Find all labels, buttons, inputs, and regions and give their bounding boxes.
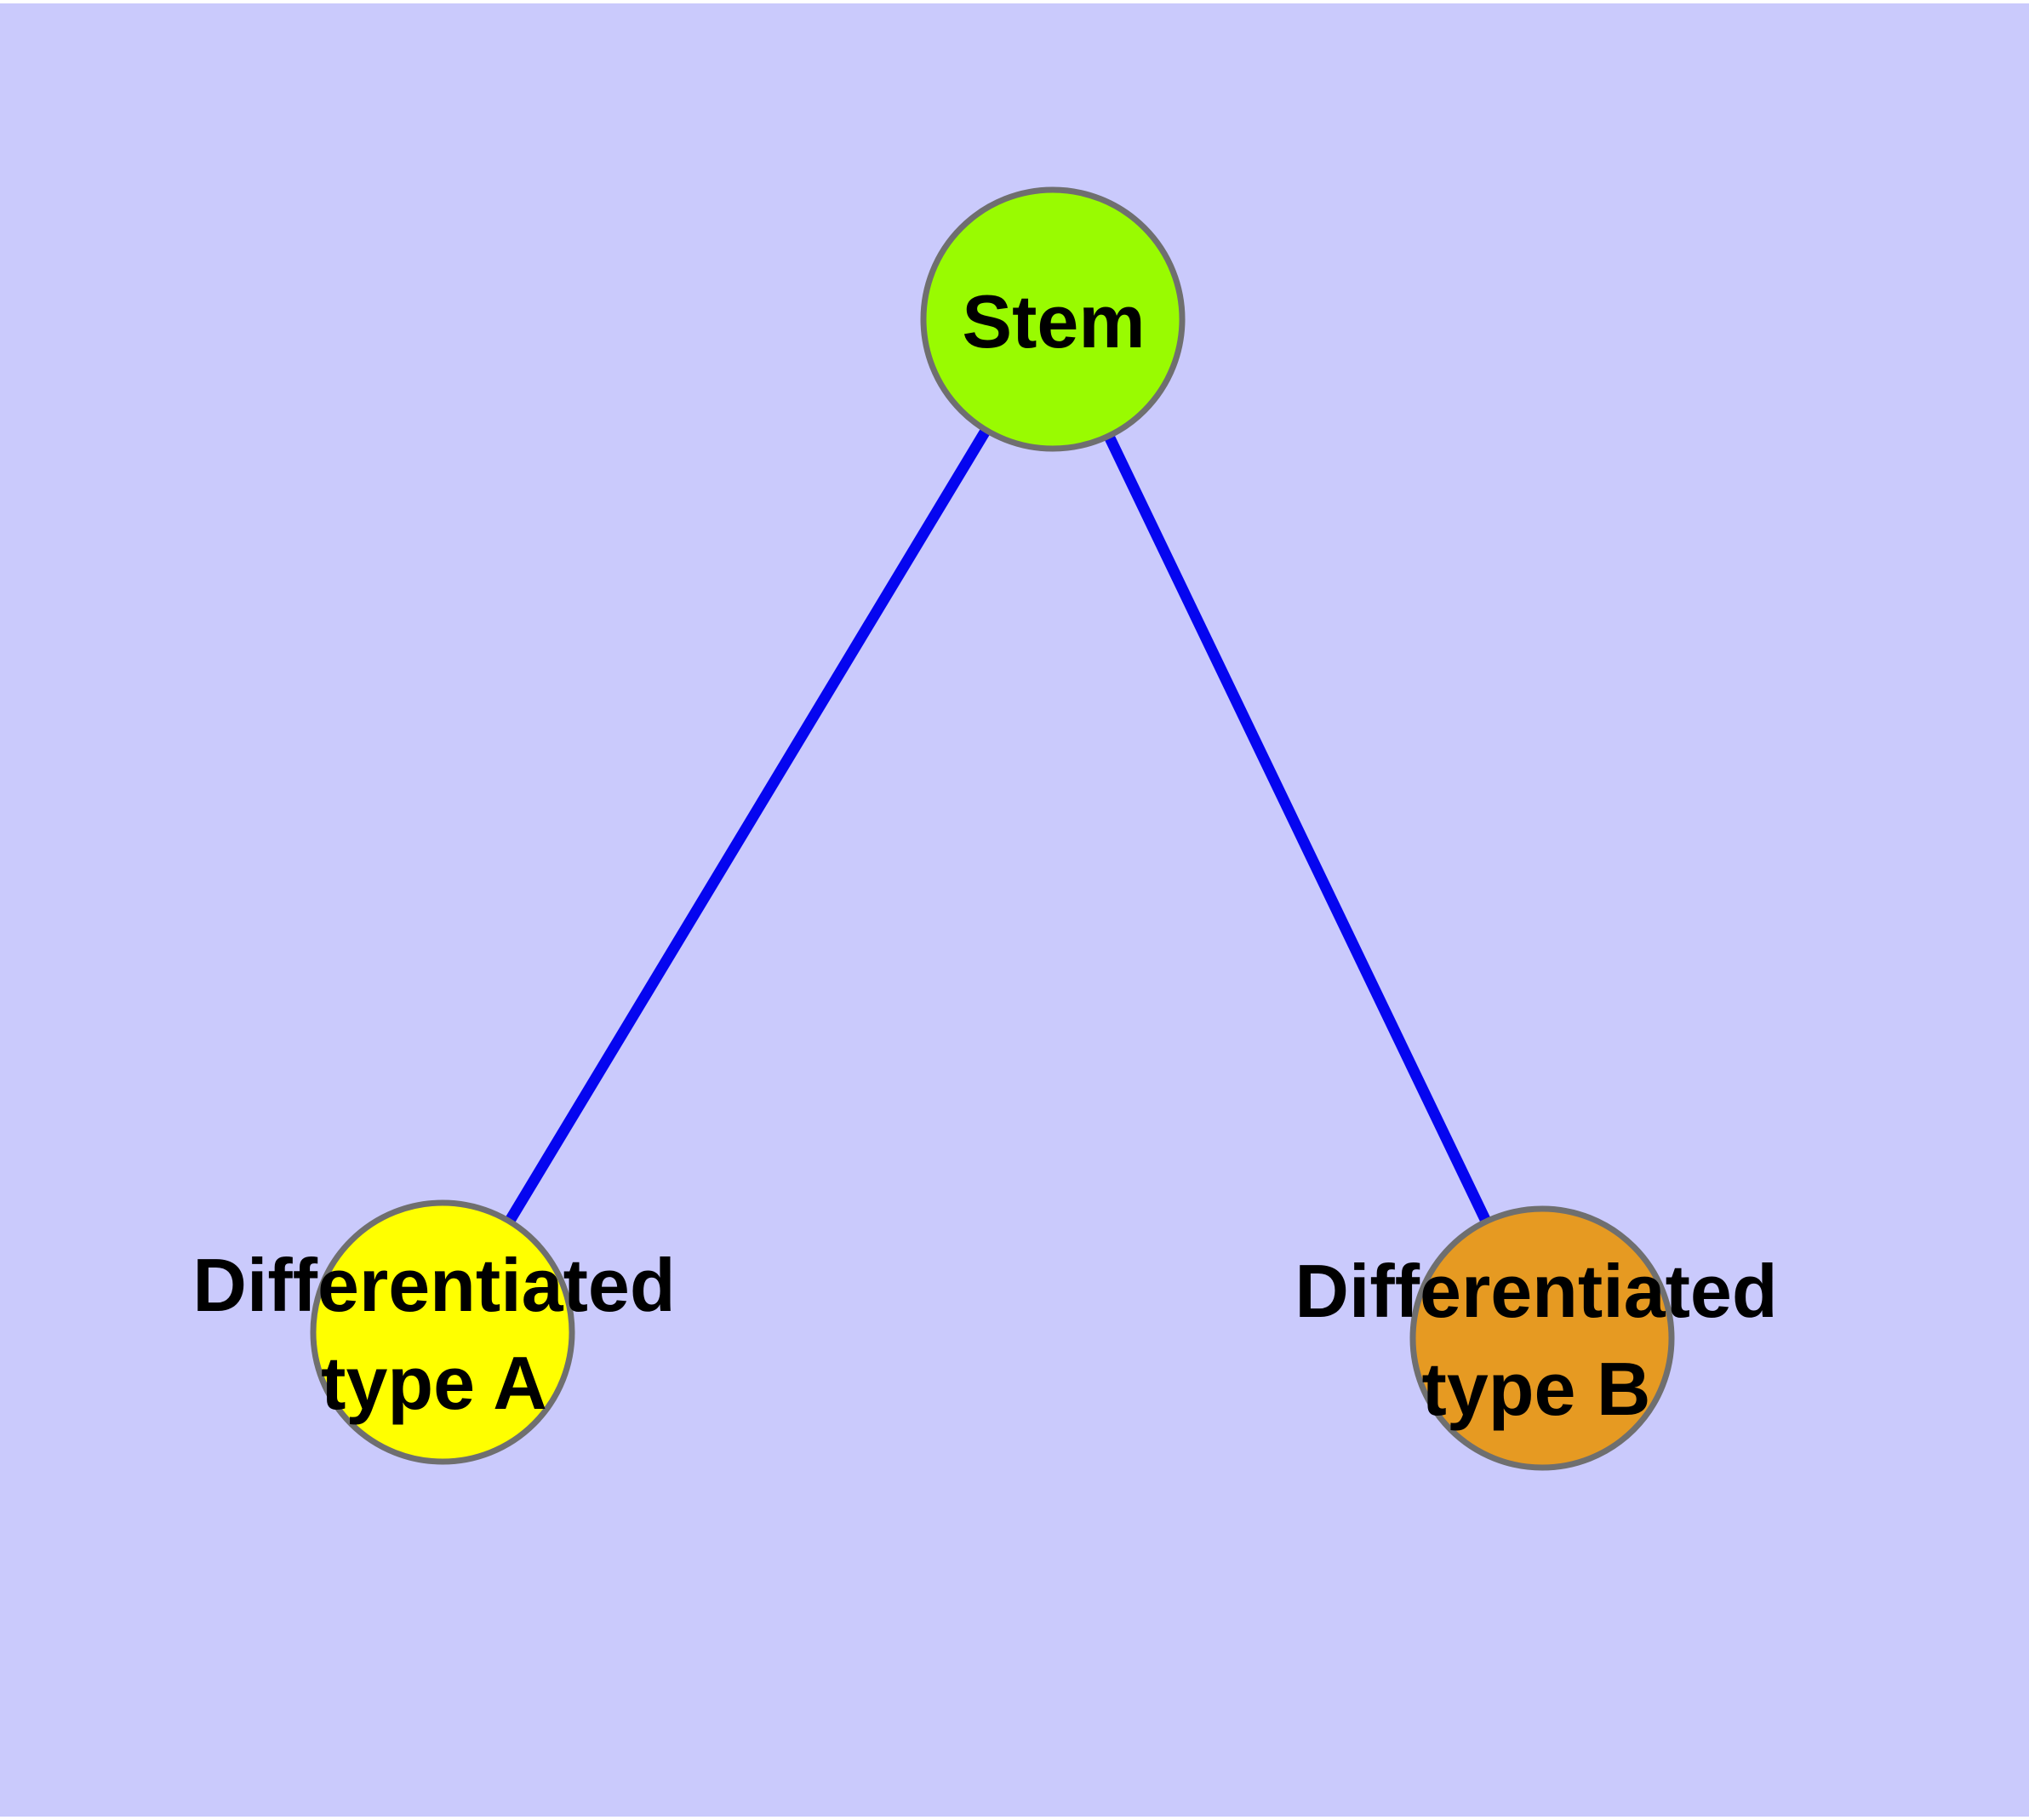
edge-stem-to-type-b: [1048, 317, 1547, 1341]
node-differentiated-type-a: [310, 1199, 575, 1465]
node-stem-label: Stem: [962, 279, 1145, 363]
node-type-b-label-line2: type B: [1422, 1347, 1651, 1431]
node-type-a-label-line1: Differentiated: [192, 1243, 675, 1327]
edge-stem-to-type-a: [437, 316, 1058, 1336]
node-differentiated-type-b: [1409, 1205, 1675, 1471]
node-type-a-label-line2: type A: [321, 1341, 547, 1425]
node-type-b-label-line1: Differentiated: [1295, 1249, 1777, 1333]
node-stem: [920, 186, 1186, 452]
